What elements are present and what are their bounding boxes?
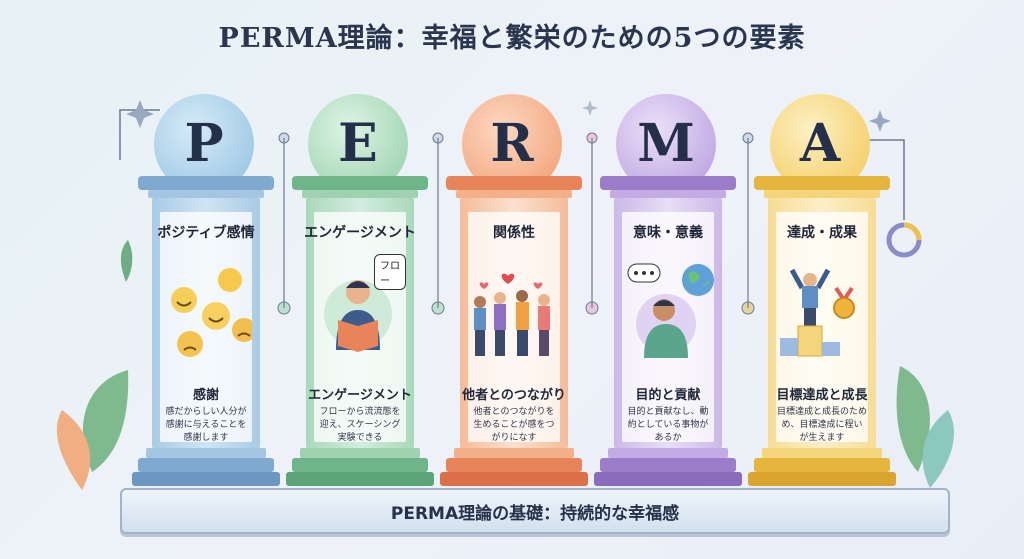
pillar-e-title: エンゲージメント xyxy=(304,225,416,241)
pillar-p: P ポジティブ感情 感謝 感だからしい人分が 感謝に与えることを 感謝します xyxy=(132,88,280,488)
pillar-m: M 意味・意義 目的と貢献 目的と貢献なし、動 約としている事物が あるか xyxy=(594,88,742,488)
pillar-m-desc: 目的と貢献なし、動 約としている事物が あるか xyxy=(627,407,709,443)
pillar-r-desc: 他者とのつながりを 生めることが感をつ がりになす xyxy=(473,407,555,443)
pillar-r-title: 関係性 xyxy=(493,225,535,241)
pillar-e-desc: フローから流流態を 迎え、スケーシング 実験できる xyxy=(319,407,401,443)
pillar-r-subtitle: 他者とのつながり xyxy=(462,388,566,403)
achievement-podium-icon xyxy=(780,268,855,357)
flow-bubble: フロー xyxy=(374,254,406,290)
group-people-icon xyxy=(474,273,550,356)
pillar-e: E エンゲージメント フロー エンゲージメント フローから流流態を 迎え、スケー… xyxy=(286,88,434,488)
pillar-p-desc: 感だからしい人分が 感謝に与えることを 感謝します xyxy=(165,407,247,443)
pillar-a: A 達成・成果 目標達成と成長 目標達成と成長のため め、目標達成に程い が生え… xyxy=(748,88,896,488)
pillar-m-subtitle: 目的と貢献 xyxy=(635,388,701,403)
pillar-a-subtitle: 目標達成と成長 xyxy=(776,388,868,403)
emoji-faces-icon xyxy=(171,268,252,357)
pillar-e-subtitle: エンゲージメント xyxy=(308,388,412,403)
pillar-a-desc: 目標達成と成長のため め、目標達成に程い が生えます xyxy=(776,407,867,443)
pillar-r: R 関係性 他者とのつながり 他者とのつながりを 生めることが感をつ がりになす xyxy=(440,88,588,488)
pillar-a-title: 達成・成果 xyxy=(787,225,857,241)
reading-person-icon xyxy=(324,280,392,352)
thinking-person-icon xyxy=(627,263,714,358)
pillar-m-title: 意味・意義 xyxy=(633,225,703,241)
foundation-base: PERMA理論の基礎：持続的な幸福感 xyxy=(120,488,950,534)
pillar-p-subtitle: 感謝 xyxy=(192,388,219,403)
page-title: PERMA理論：幸福と繁栄のための5つの要素 xyxy=(218,23,806,54)
pillar-p-title: ポジティブ感情 xyxy=(157,225,255,241)
foundation-label: PERMA理論の基礎：持続的な幸福感 xyxy=(390,504,680,524)
